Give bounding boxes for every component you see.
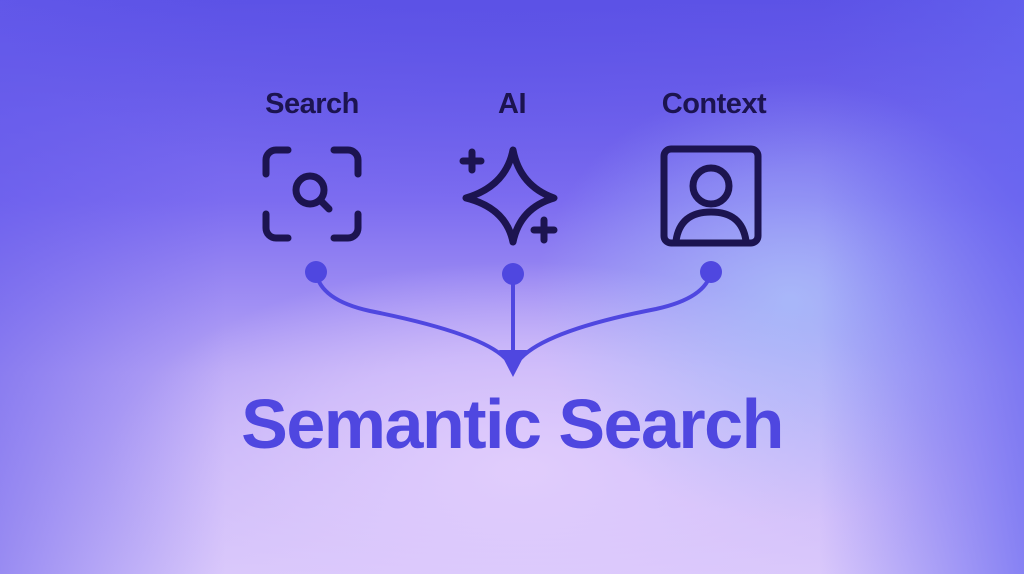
scan-search-icon xyxy=(262,146,362,242)
sparkles-icon xyxy=(459,146,558,246)
arrowhead-icon xyxy=(499,350,527,377)
node-dot-ai xyxy=(502,263,524,285)
node-label-context: Context xyxy=(661,88,767,120)
node-dot-search xyxy=(305,261,327,283)
node-label-ai: AI xyxy=(498,88,527,120)
diagram-title: Semantic Search xyxy=(241,385,784,463)
node-label-search: Search xyxy=(265,88,359,120)
node-dot-context xyxy=(700,261,722,283)
user-square-icon xyxy=(660,145,762,247)
